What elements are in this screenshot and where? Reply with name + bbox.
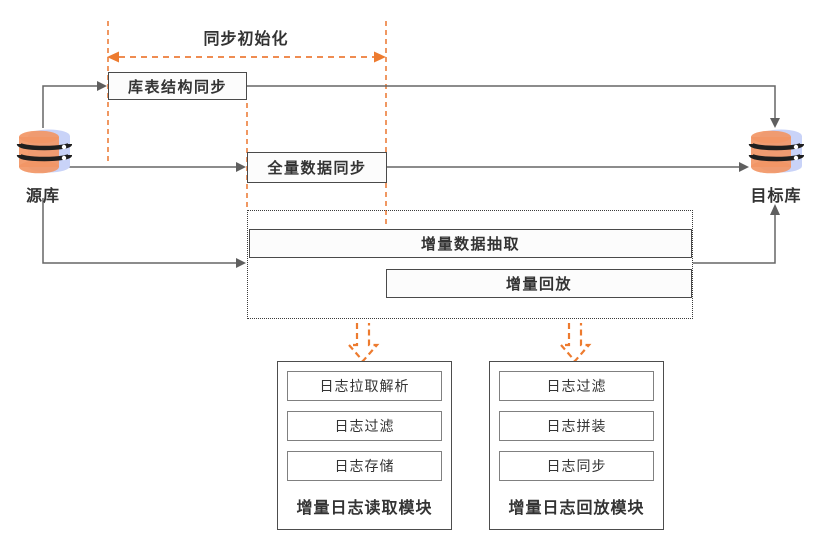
module-step: 日志存储 [287,451,442,481]
arrowhead-into-target-left-icon [739,162,749,172]
log-replay-module-title: 增量日志回放模块 [508,499,645,517]
arrowhead-into-incremental-icon [236,258,246,268]
connector-schema-sync-to-target [247,85,776,118]
source-database-icon [16,129,72,174]
incremental-replay-box: 增量回放 [386,269,692,298]
arrowhead-into-target-bottom-icon [770,204,780,215]
module-step: 日志过滤 [287,411,442,441]
incremental-extract-box: 增量数据抽取 [249,229,692,258]
module-step: 日志拼装 [499,411,654,441]
arrowhead-into-schema-sync-icon [97,81,107,91]
connector-source-to-incremental [42,198,236,264]
arrowhead-into-full-sync-icon [236,162,246,172]
dashed-down-arrow-left-icon [346,323,380,363]
init-range-left-arrowhead-icon [107,51,119,63]
module-step: 日志同步 [499,451,654,481]
schema-sync-box: 库表结构同步 [108,72,247,100]
connector-replay-to-target [693,215,776,264]
target-db-label: 目标库 [750,188,802,205]
incremental-group-outline [247,210,693,319]
log-replay-module: 日志过滤 日志拼装 日志同步 增量日志回放模块 [489,361,664,530]
init-phase-label: 同步初始化 [203,31,289,48]
log-read-module-title: 增量日志读取模块 [296,499,433,517]
target-database-icon [748,129,804,174]
init-range-right-arrowhead-icon [374,51,386,63]
connector-source-to-schema-sync [42,85,97,128]
module-step: 日志过滤 [499,371,654,401]
log-read-module: 日志拉取解析 日志过滤 日志存储 增量日志读取模块 [277,361,452,530]
module-step: 日志拉取解析 [287,371,442,401]
source-db-label: 源库 [25,188,60,205]
dashed-down-arrow-right-icon [558,323,592,363]
full-sync-box: 全量数据同步 [247,152,387,183]
arrowhead-into-target-top-icon [770,118,780,128]
